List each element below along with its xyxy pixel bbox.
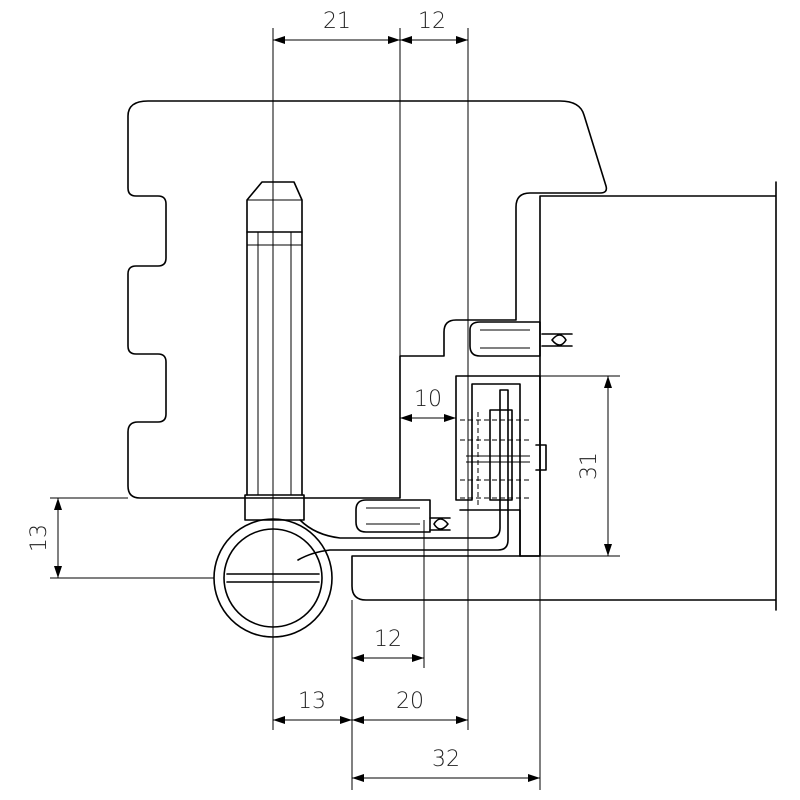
dim-left-vertical: 13 — [27, 524, 52, 552]
frame-profile — [127, 100, 608, 499]
dim-bottom-total: 32 — [432, 747, 460, 772]
extension-lines — [50, 28, 620, 790]
lower-seal — [355, 499, 451, 533]
upper-seal — [469, 321, 573, 357]
hinge-bracket — [297, 375, 547, 561]
dim-right-vertical: 31 — [577, 452, 602, 480]
hinge-pin — [244, 181, 305, 521]
dim-lower-inner: 12 — [374, 627, 402, 652]
dim-bottom-mid: 20 — [396, 689, 424, 714]
dim-top-right: 12 — [418, 9, 446, 34]
dimension-lines — [54, 36, 612, 782]
dim-bottom-left: 13 — [298, 689, 326, 714]
dim-inner-gap: 10 — [414, 387, 442, 412]
dim-top-left: 21 — [323, 9, 351, 34]
adjustment-screw — [460, 412, 530, 505]
